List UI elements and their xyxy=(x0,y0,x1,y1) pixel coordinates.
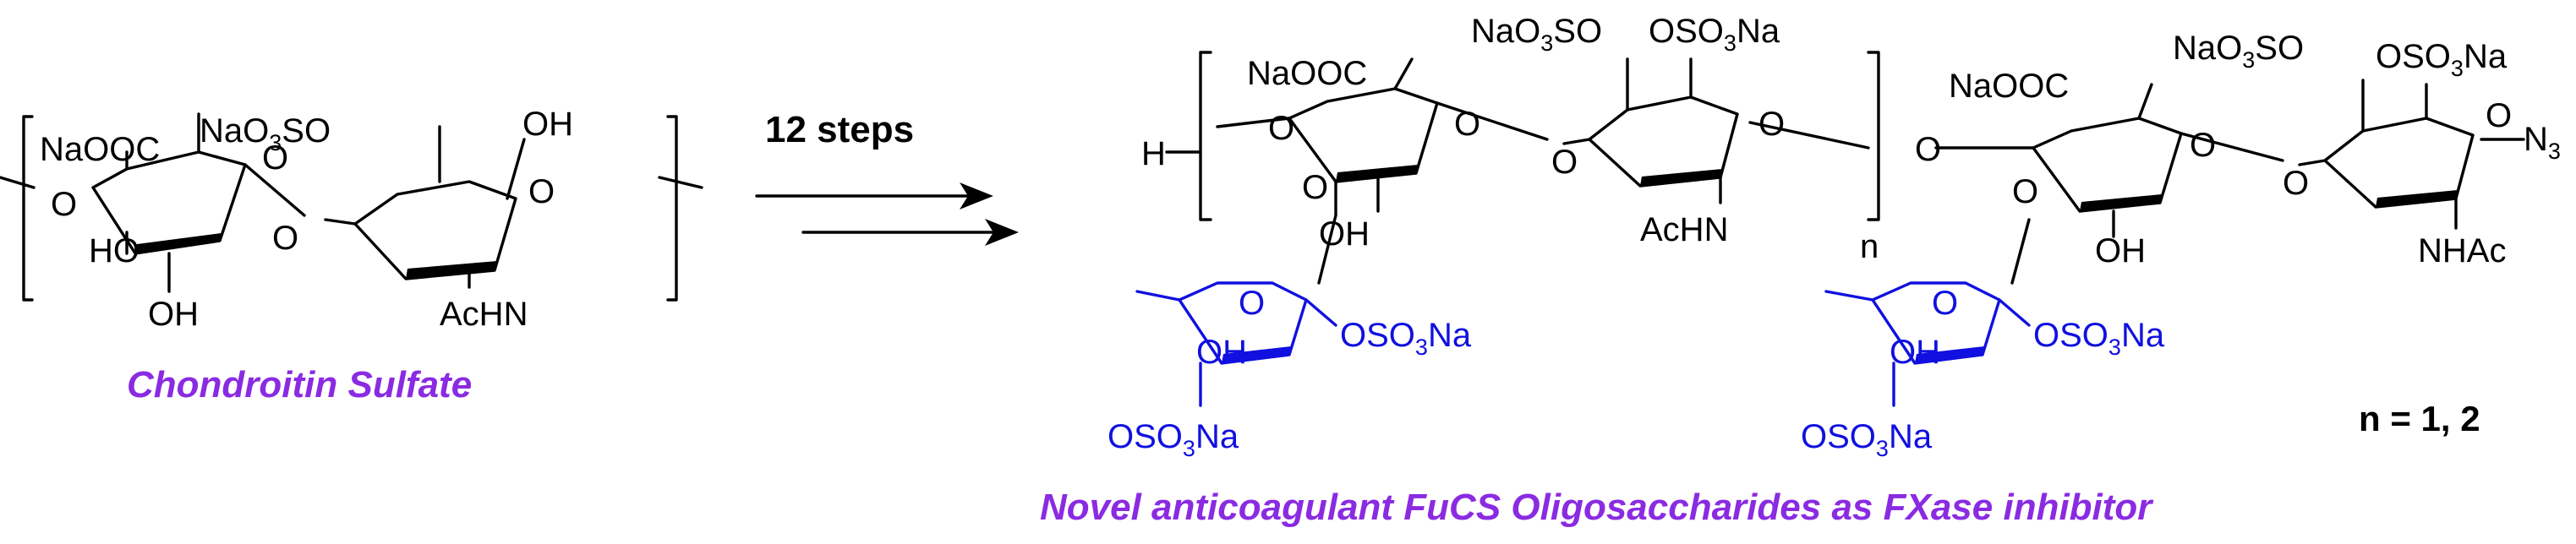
terminal-h: H xyxy=(1141,135,1166,172)
ring-b-o: O xyxy=(1758,106,1785,143)
fuc2-osulfate-4: OSO3Na xyxy=(1801,418,1933,461)
o-h-link: O xyxy=(1268,110,1294,147)
bridge-o-cd: O xyxy=(2283,165,2309,202)
o-c-fuc: O xyxy=(2012,173,2038,210)
ring-2-bold-edge xyxy=(406,261,497,279)
fuc1-ring-o: O xyxy=(1239,285,1265,322)
fucs-caption: Novel anticoagulant FuCS Oligosaccharide… xyxy=(1040,487,2154,528)
fuc2-ring-o: O xyxy=(1932,285,1958,322)
acetamido-b: AcHN xyxy=(1640,211,1728,248)
chondroitin-sulfate-structure: NaOOC NaO3SO OH O HO O O OH AcHN O Chond… xyxy=(0,106,703,405)
arrow-label: 12 steps xyxy=(765,109,914,150)
left-bracket-close xyxy=(666,115,678,302)
oh-c: OH xyxy=(2095,232,2146,269)
nhac-d: NHAc xyxy=(2418,232,2506,269)
sulfate-d: NaO3SO xyxy=(2173,30,2304,73)
left-bracket-open xyxy=(22,115,34,302)
o-link-left: O xyxy=(51,186,77,223)
o-a-fuc: O xyxy=(1302,169,1328,206)
glycosidic-o: O xyxy=(272,220,298,257)
ring-a-o: O xyxy=(1454,106,1480,143)
ring-d-o: O xyxy=(2486,97,2512,134)
right-terminal-bond xyxy=(658,176,703,189)
repeat-n: n xyxy=(1860,228,1879,265)
acetamido-group: AcHN xyxy=(440,296,528,333)
bridge-o-bc: O xyxy=(1915,131,1941,168)
ring-c-o: O xyxy=(2190,127,2216,164)
osulfate-d: OSO3Na xyxy=(2376,38,2508,81)
ring-1-bold-edge xyxy=(135,233,222,253)
fuc1-oh: OH xyxy=(1196,334,1247,371)
ring-1-o: O xyxy=(262,139,288,177)
carboxylate-group: NaOOC xyxy=(40,131,160,168)
sulfate-group: NaO3SO xyxy=(200,112,331,155)
n-values: n = 1, 2 xyxy=(2359,399,2480,438)
bridge-o-ab: O xyxy=(1551,144,1578,181)
hydroxymethyl-oh: OH xyxy=(522,106,573,143)
fuc2-oh: OH xyxy=(1890,334,1940,371)
ring-1-ho: HO xyxy=(89,232,139,269)
right-bracket-close xyxy=(1867,51,1880,221)
ring-1-oh: OH xyxy=(148,296,199,333)
carboxylate-c: NaOOC xyxy=(1949,68,2069,105)
fucs-oligosaccharide-structure: H n xyxy=(1040,13,2561,528)
fuc1-osulfate-4: OSO3Na xyxy=(1108,418,1239,461)
reaction-arrow: 12 steps xyxy=(755,109,1019,246)
fuc1-osulfate: OSO3Na xyxy=(1340,317,1472,360)
left-terminal-bond xyxy=(0,176,36,189)
carboxylate-a: NaOOC xyxy=(1247,55,1367,92)
oh-a: OH xyxy=(1319,215,1370,253)
ring-2-o: O xyxy=(528,173,555,210)
sulfate-b: NaO3SO xyxy=(1471,13,1602,56)
azide-d: N3 xyxy=(2524,121,2561,164)
chondroitin-caption: Chondroitin Sulfate xyxy=(127,364,472,405)
osulfate-b: OSO3Na xyxy=(1649,13,1780,56)
right-bracket-open xyxy=(1199,51,1212,221)
fuc2-osulfate: OSO3Na xyxy=(2033,317,2165,360)
